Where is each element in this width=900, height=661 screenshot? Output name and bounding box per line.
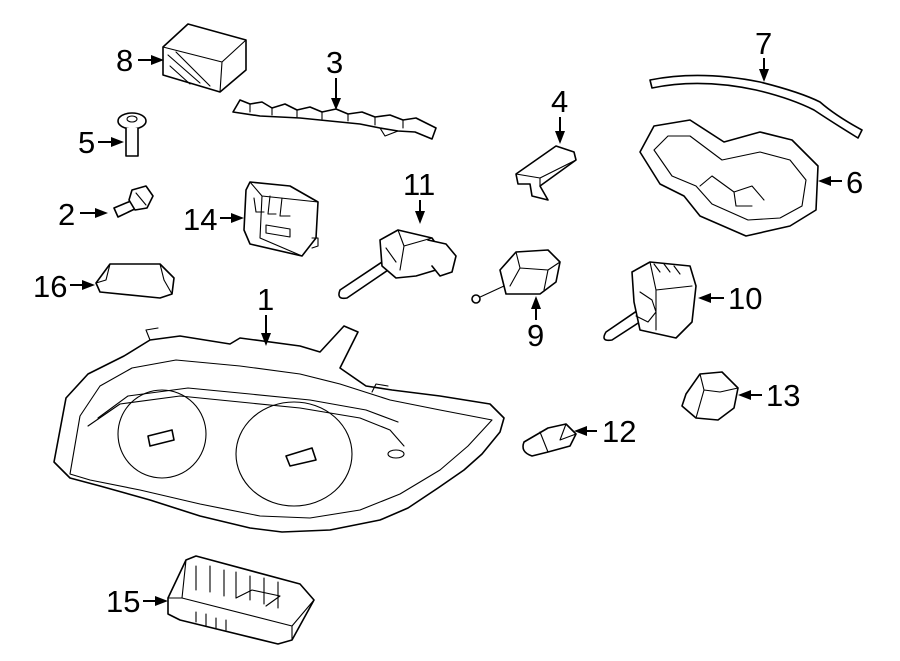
callout-9: 9 — [527, 296, 544, 353]
part-1-headlamp-assembly[interactable] — [53, 325, 505, 533]
callout-13-label: 13 — [766, 378, 800, 413]
callout-11-label: 11 — [403, 167, 435, 202]
part-5-screw[interactable] — [117, 112, 147, 157]
callout-10-label: 10 — [728, 281, 762, 316]
part-12-wedge-bulb[interactable] — [522, 423, 577, 457]
part-13-bulb-socket[interactable] — [681, 371, 739, 421]
callout-9-label: 9 — [527, 318, 544, 353]
part-11-bulb[interactable] — [338, 229, 457, 300]
callout-8-label: 8 — [116, 43, 133, 78]
callout-12: 12 — [574, 414, 636, 449]
callout-13: 13 — [738, 378, 800, 413]
callout-5-label: 5 — [78, 125, 95, 160]
callout-4-label: 4 — [551, 84, 568, 119]
part-6-gasket[interactable] — [639, 119, 819, 237]
callout-14-label: 14 — [183, 202, 217, 237]
callout-11: 11 — [403, 167, 435, 224]
callout-6-label: 6 — [846, 165, 863, 200]
part-16-cover-cap[interactable] — [95, 263, 175, 299]
part-9-socket[interactable] — [471, 249, 561, 304]
part-2-bolt[interactable] — [113, 185, 154, 218]
callout-4: 4 — [551, 84, 568, 144]
callout-5: 5 — [78, 125, 124, 160]
part-3-reflector-strip[interactable] — [232, 99, 437, 140]
callout-2: 2 — [58, 197, 108, 232]
callout-14: 14 — [183, 202, 244, 237]
callout-15-label: 15 — [106, 584, 140, 619]
callout-16: 16 — [33, 269, 95, 304]
callout-16-label: 16 — [33, 269, 67, 304]
callout-10: 10 — [698, 281, 762, 316]
part-14-control-module[interactable] — [243, 181, 319, 257]
callout-7-label: 7 — [755, 26, 772, 61]
callout-15: 15 — [106, 584, 168, 619]
callout-1: 1 — [257, 282, 274, 346]
callout-1-label: 1 — [257, 282, 274, 317]
callout-7: 7 — [755, 26, 772, 82]
part-7-trim-strip[interactable] — [649, 74, 863, 139]
callout-2-label: 2 — [58, 197, 75, 232]
part-4-bracket[interactable] — [515, 145, 577, 201]
part-15-base-tray[interactable] — [167, 555, 315, 645]
part-10-hid-bulb[interactable] — [603, 261, 697, 342]
callout-6: 6 — [818, 165, 863, 200]
part-8-relay-module[interactable] — [162, 23, 247, 93]
callout-3-label: 3 — [326, 45, 343, 80]
callout-12-label: 12 — [602, 414, 636, 449]
callout-8: 8 — [116, 43, 164, 78]
callout-3: 3 — [326, 45, 343, 110]
